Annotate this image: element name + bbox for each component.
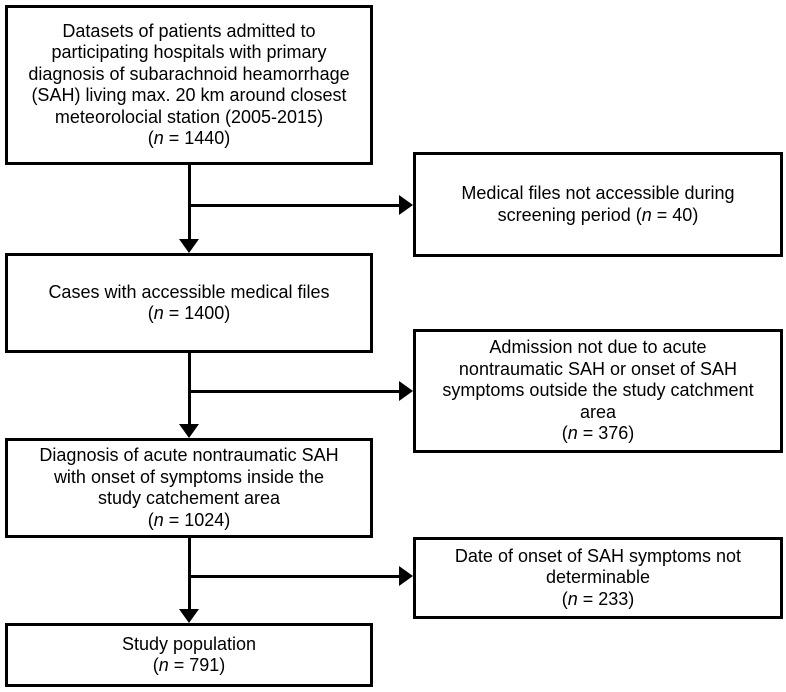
n-open: ( (561, 423, 568, 444)
n-symbol: n (641, 204, 652, 225)
down-arrow-icon-1 (179, 239, 199, 253)
excl-box-medical-files-text: Medical files not accessible during scre… (461, 183, 734, 226)
n-value: = 1400) (163, 303, 231, 323)
down-arrow-icon-2 (179, 424, 199, 438)
n-symbol: n (567, 588, 578, 609)
right-arrow-icon-2 (399, 381, 413, 401)
flow-box-datasets: Datasets of patients admitted to partici… (5, 5, 373, 165)
n-open: ( (630, 204, 642, 225)
excl-box-date-onset-text: Date of onset of SAH symptoms not determ… (454, 545, 742, 588)
flow-box-study-population: Study population (n = 791) (5, 623, 373, 687)
n-symbol: n (567, 423, 578, 444)
flow-box-accessible-files-sample-size: (n = 1400) (148, 303, 231, 325)
n-symbol: n (153, 509, 164, 530)
flow-box-study-population-sample-size: (n = 791) (153, 655, 226, 677)
excl-box-admission-text: Admission not due to acute nontraumatic … (442, 337, 754, 422)
n-value: = 376) (577, 423, 635, 444)
n-symbol: n (158, 655, 169, 675)
flow-box-accessible-files-text: Cases with accessible medical files (48, 281, 330, 302)
n-symbol: n (153, 303, 164, 323)
n-open: ( (147, 128, 154, 148)
down-arrow-icon-3 (179, 609, 199, 623)
flow-box-diagnosis-sample-size: (n = 1024) (148, 510, 231, 532)
n-value: = 791) (168, 655, 226, 675)
flow-box-datasets-text: Datasets of patients admitted to partici… (28, 20, 350, 127)
excl-box-medical-files: Medical files not accessible during scre… (413, 152, 783, 257)
excl-box-date-onset-sample-size: (n = 233) (562, 589, 635, 611)
n-value: = 40) (651, 204, 699, 225)
connector-horizontal-2 (189, 390, 400, 393)
n-open: ( (147, 303, 154, 323)
excl-box-admission-sample-size: (n = 376) (562, 423, 635, 445)
excl-box-date-onset: Date of onset of SAH symptoms not determ… (413, 537, 783, 619)
excl-box-admission: Admission not due to acute nontraumatic … (413, 329, 783, 453)
flow-box-diagnosis-text: Diagnosis of acute nontraumatic SAH with… (39, 445, 339, 508)
right-arrow-icon-1 (399, 195, 413, 215)
right-arrow-icon-3 (399, 566, 413, 586)
connector-horizontal-1 (189, 204, 400, 207)
n-value: = 1440) (163, 128, 231, 148)
excl-text: Medical files not accessible during scre… (461, 183, 735, 225)
n-symbol: n (153, 128, 164, 148)
n-value: = 233) (577, 588, 635, 609)
n-open: ( (152, 655, 159, 675)
flow-box-accessible-files: Cases with accessible medical files (n =… (5, 253, 373, 353)
n-open: ( (147, 509, 154, 530)
flow-box-datasets-sample-size: (n = 1440) (148, 128, 231, 150)
flow-box-study-population-text: Study population (121, 633, 257, 654)
connector-horizontal-3 (189, 575, 400, 578)
flow-box-diagnosis: Diagnosis of acute nontraumatic SAH with… (5, 438, 373, 538)
n-value: = 1024) (163, 509, 231, 530)
n-open: ( (561, 588, 568, 609)
